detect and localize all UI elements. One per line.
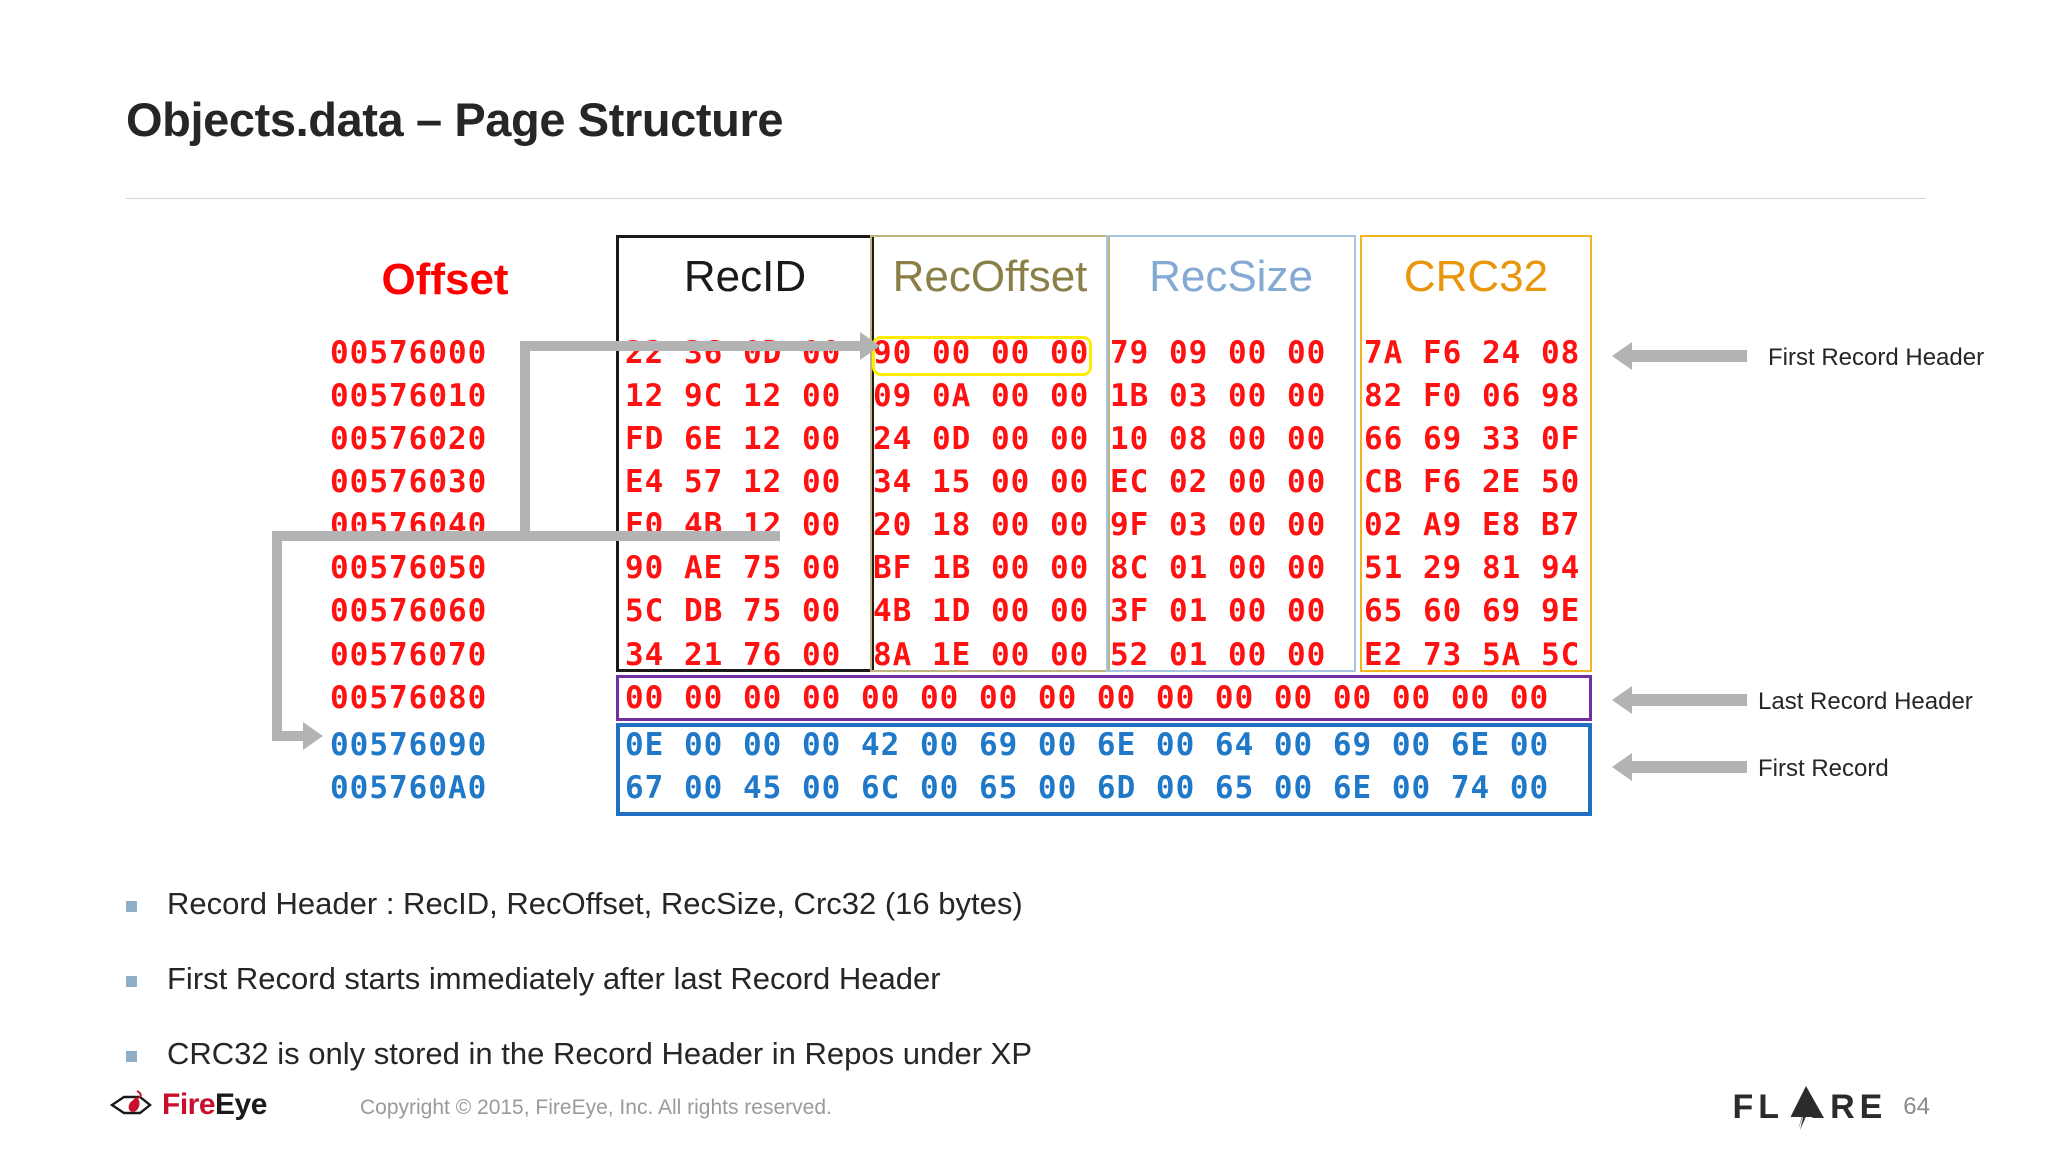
hex-crc32: E2 73 5A 5C	[1364, 637, 1581, 673]
hex-crc32: 65 60 69 9E	[1364, 593, 1581, 629]
connector-2-arrowhead-icon	[303, 722, 323, 750]
hex-recid: 5C DB 75 00	[625, 593, 842, 629]
recoffset-value-highlight	[872, 336, 1092, 376]
last-record-header-arrow-shaft	[1632, 694, 1747, 706]
annotation-first-record: First Record	[1758, 755, 1889, 782]
offset-label: 00576050	[330, 550, 488, 586]
offset-label: 00576060	[330, 593, 488, 629]
hex-recoffset: 24 0D 00 00	[873, 421, 1090, 457]
fireeye-eye-flame-icon	[110, 1090, 152, 1115]
offset-label: 00576080	[330, 680, 488, 716]
offset-label: 00576090	[330, 727, 488, 763]
annotation-last-record-header: Last Record Header	[1758, 688, 1973, 715]
bullet-text: CRC32 is only stored in the Record Heade…	[167, 1036, 1033, 1072]
hex-crc32: 82 F0 06 98	[1364, 378, 1581, 414]
column-header-recoffset: RecOffset	[892, 252, 1088, 301]
fireeye-eye-text: Eye	[215, 1088, 267, 1121]
flare-fl-text: FL	[1732, 1087, 1785, 1126]
offset-label: 00576030	[330, 464, 488, 500]
hex-recoffset: 4B 1D 00 00	[873, 593, 1090, 629]
hex-recoffset: 09 0A 00 00	[873, 378, 1090, 414]
hex-recsize: 10 08 00 00	[1110, 421, 1327, 457]
fireeye-fire-text: Fire	[162, 1088, 216, 1121]
bullet-square-icon	[126, 1051, 137, 1063]
hex-last-record-header: 00 00 00 00 00 00 00 00 00 00 00 00 00 0…	[625, 680, 1550, 716]
hex-recoffset: BF 1B 00 00	[873, 550, 1090, 586]
hex-recsize: 3F 01 00 00	[1110, 593, 1327, 629]
bullet-square-icon	[126, 976, 137, 988]
column-header-recid: RecID	[683, 252, 807, 301]
last-record-header-box	[616, 675, 1592, 721]
hex-recoffset: 8A 1E 00 00	[873, 637, 1090, 673]
hex-recsize: 1B 03 00 00	[1110, 378, 1327, 414]
list-item: First Record starts immediately after la…	[126, 960, 1826, 997]
connector-2-vertical-segment	[272, 531, 282, 741]
flare-re-text: RE	[1830, 1087, 1888, 1126]
hex-first-record: 67 00 45 00 6C 00 65 00 6D 00 65 00 6E 0…	[625, 770, 1550, 806]
fireeye-wordmark: FireEye	[162, 1088, 267, 1122]
hex-recsize: 79 09 00 00	[1110, 335, 1327, 371]
column-header-recsize: RecSize	[1149, 252, 1313, 301]
hex-crc32: 66 69 33 0F	[1364, 421, 1581, 457]
hex-recid: 34 21 76 00	[625, 637, 842, 673]
connector-1-top-segment	[520, 341, 770, 351]
hex-recid: E4 57 12 00	[625, 464, 842, 500]
bullet-list: Record Header : RecID, RecOffset, RecSiz…	[126, 885, 1826, 1111]
fireeye-logo: FireEye	[110, 1088, 267, 1122]
bullet-text: First Record starts immediately after la…	[167, 961, 941, 997]
first-record-header-arrow-shaft	[1632, 350, 1747, 362]
connector-2-top-segment	[272, 531, 522, 541]
column-header-offset: Offset	[381, 255, 509, 304]
page-title: Objects.data – Page Structure	[126, 93, 784, 146]
first-record-box	[616, 723, 1592, 816]
first-record-arrow-shaft	[1632, 761, 1747, 773]
connector-1-vertical-segment	[520, 341, 530, 541]
flare-logo: FL RE 64	[1733, 1084, 1930, 1130]
crc32-column-box	[1360, 235, 1592, 672]
list-item: Record Header : RecID, RecOffset, RecSiz…	[126, 885, 1826, 922]
hex-crc32: 7A F6 24 08	[1364, 335, 1581, 371]
last-record-header-arrowhead-icon	[1612, 686, 1632, 714]
annotation-first-record-header: First Record Header	[1768, 344, 1985, 371]
connector-2-arrow-shaft	[272, 731, 307, 741]
hex-recoffset: 34 15 00 00	[873, 464, 1090, 500]
bullet-text: Record Header : RecID, RecOffset, RecSiz…	[167, 886, 1023, 921]
connector-1-arrow-shaft	[770, 341, 870, 351]
hex-recsize: 8C 01 00 00	[1110, 550, 1327, 586]
hex-recsize: 9F 03 00 00	[1110, 507, 1327, 543]
hex-recoffset: 20 18 00 00	[873, 507, 1090, 543]
hex-crc32: 02 A9 E8 B7	[1364, 507, 1581, 543]
hex-recoffset: 90 00 00 00	[873, 335, 1090, 371]
hex-first-record: 0E 00 00 00 42 00 69 00 6E 00 64 00 69 0…	[625, 727, 1550, 763]
first-record-arrowhead-icon	[1612, 753, 1632, 781]
recid-column-box	[616, 235, 874, 672]
hex-crc32: CB F6 2E 50	[1364, 464, 1581, 500]
column-header-crc32: CRC32	[1403, 252, 1549, 301]
connector-1-arrowhead-icon	[860, 332, 880, 360]
hex-recid: FD 6E 12 00	[625, 421, 842, 457]
hex-recid: 12 9C 12 00	[625, 378, 842, 414]
copyright-text: Copyright © 2015, FireEye, Inc. All righ…	[360, 1096, 832, 1119]
first-record-header-arrowhead-icon	[1612, 342, 1632, 370]
offset-label: 00576010	[330, 378, 488, 414]
bullet-square-icon	[126, 901, 137, 912]
recoffset-column-box	[870, 235, 1110, 672]
offset-label: 00576020	[330, 421, 488, 457]
flare-wordmark: FL RE	[1733, 1084, 1888, 1130]
offset-label: 00576000	[330, 335, 488, 371]
recsize-column-box	[1106, 235, 1356, 672]
hex-recsize: EC 02 00 00	[1110, 464, 1327, 500]
flare-lightning-bolt-icon	[1790, 1086, 1825, 1130]
hex-crc32: 51 29 81 94	[1364, 550, 1581, 586]
list-item: CRC32 is only stored in the Record Heade…	[126, 1035, 1826, 1072]
offset-label: 005760A0	[330, 770, 488, 806]
hex-recsize: 52 01 00 00	[1110, 637, 1327, 673]
hex-recid: 90 AE 75 00	[625, 550, 842, 586]
page-number: 64	[1903, 1093, 1930, 1120]
offset-label: 00576070	[330, 637, 488, 673]
connector-1-bottom-segment	[520, 531, 780, 541]
title-divider	[126, 198, 1926, 199]
